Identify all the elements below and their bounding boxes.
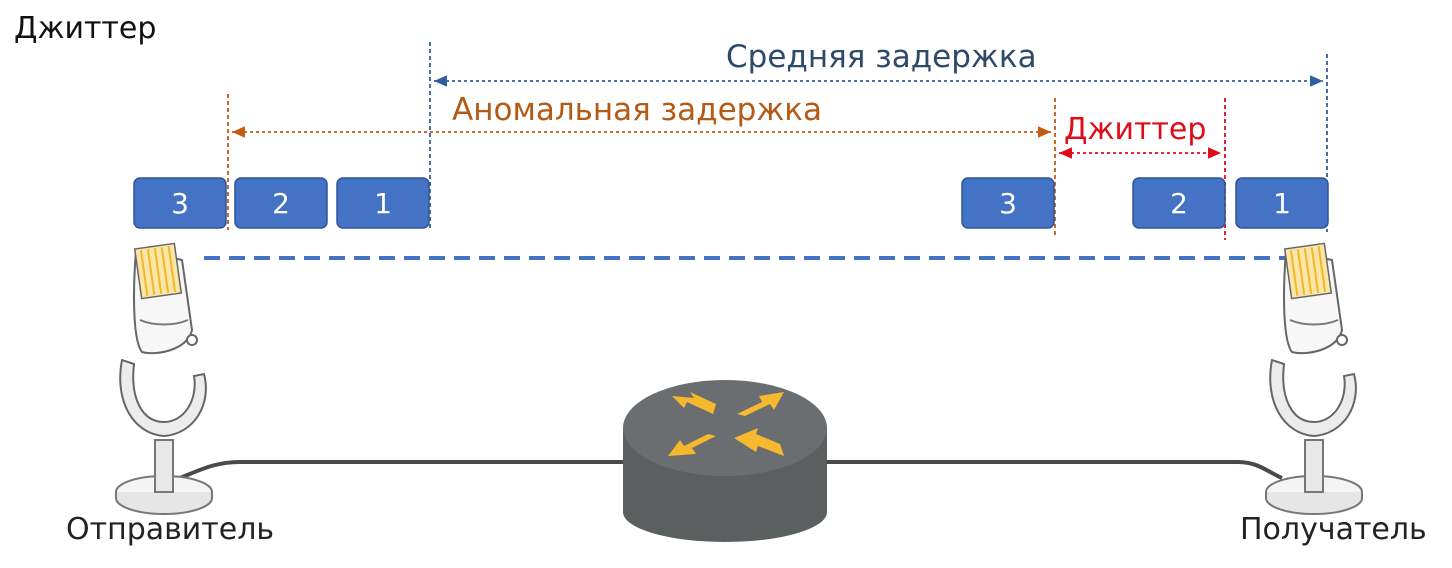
svg-text:3: 3 xyxy=(999,187,1017,220)
jitter-label: Джиттер xyxy=(1064,112,1207,147)
receiver-cable xyxy=(826,460,1283,480)
receiver-packet-1: 1 xyxy=(1235,177,1329,229)
sender-packet-3: 3 xyxy=(133,177,227,229)
flow-arrow xyxy=(204,249,1306,267)
sender-packet-2: 2 xyxy=(234,177,328,229)
average-delay-label: Средняя задержка xyxy=(726,39,1037,75)
sender-cable xyxy=(179,460,625,480)
svg-text:3: 3 xyxy=(171,187,189,220)
anomalous-delay-label: Аномальная задержка xyxy=(452,92,822,128)
svg-text:2: 2 xyxy=(272,187,290,220)
receiver-packet-3: 3 xyxy=(961,177,1055,229)
svg-text:2: 2 xyxy=(1170,187,1188,220)
svg-text:1: 1 xyxy=(1273,187,1291,220)
receiver-label: Получатель xyxy=(1240,512,1427,547)
page-title: Джиттер xyxy=(14,11,157,46)
receiver-packet-2: 2 xyxy=(1132,177,1226,229)
sender-packet-1: 1 xyxy=(336,177,430,229)
sender-label: Отправитель xyxy=(66,512,275,547)
svg-text:1: 1 xyxy=(374,187,392,220)
router-icon xyxy=(623,380,827,542)
receiver-microphone-icon xyxy=(1265,242,1363,515)
sender-microphone-icon xyxy=(115,242,213,515)
